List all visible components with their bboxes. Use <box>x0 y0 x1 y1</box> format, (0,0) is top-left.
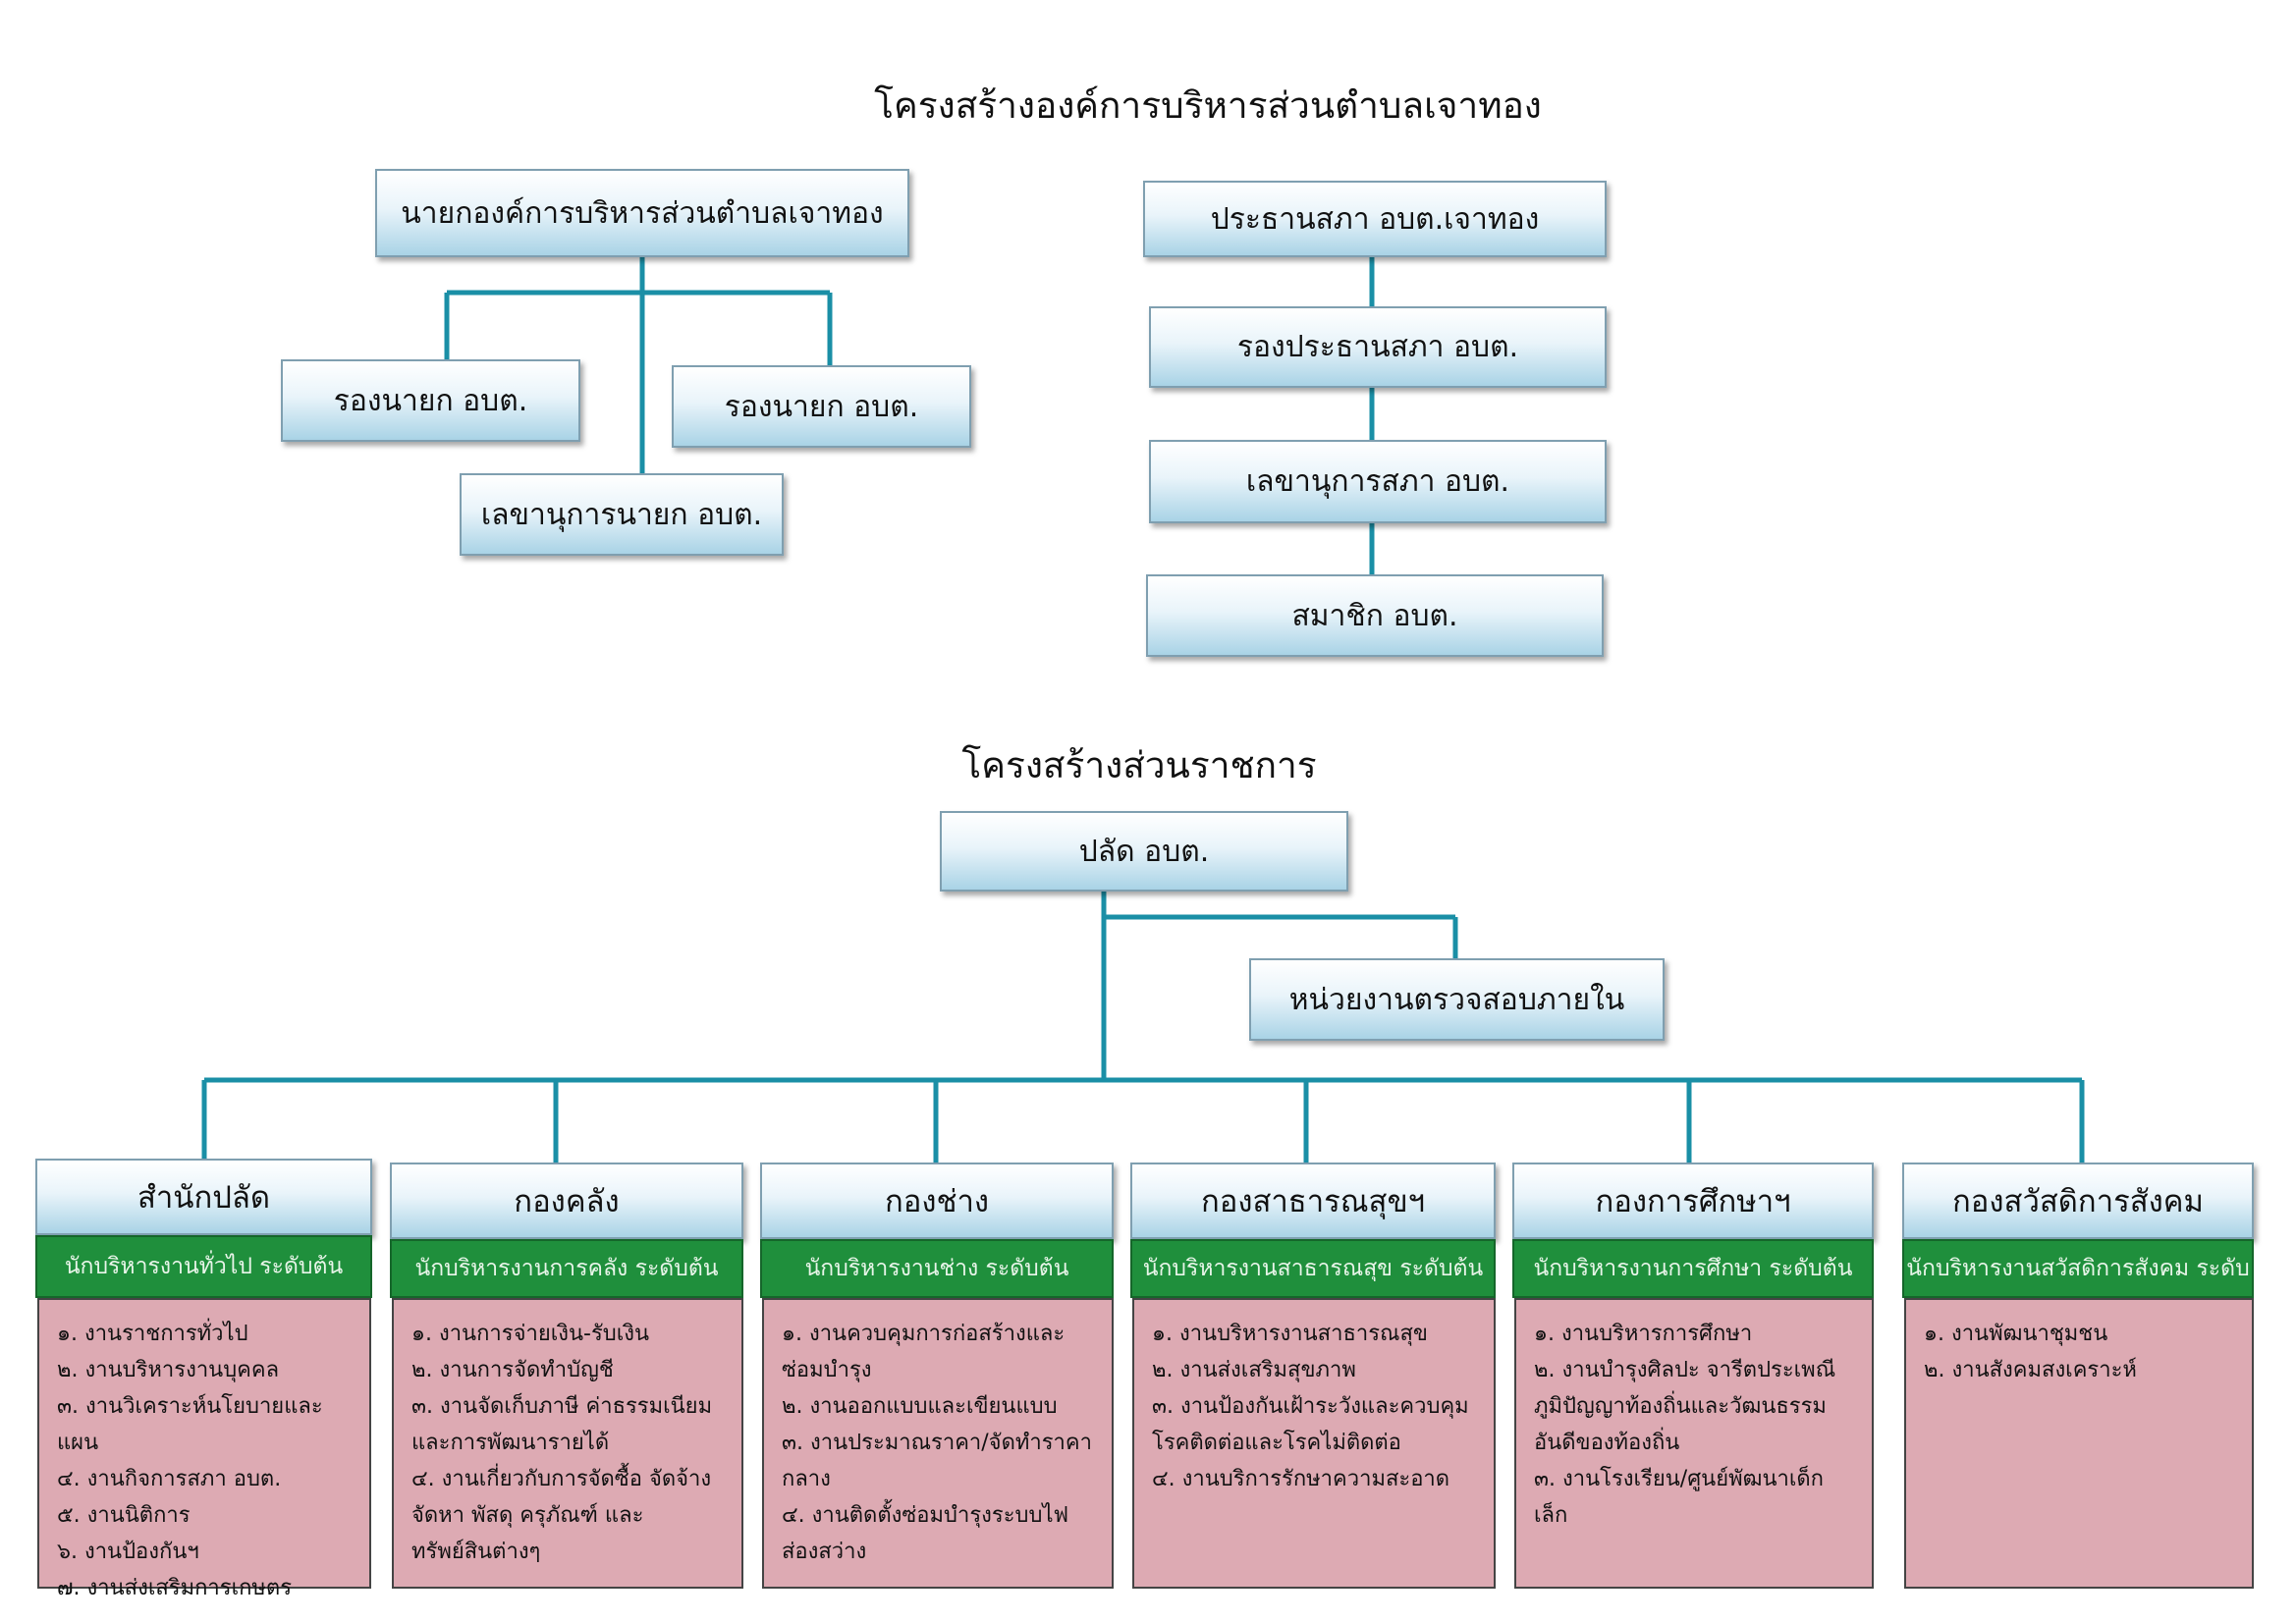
division-header-4: กองการศึกษาฯ <box>1512 1163 1874 1239</box>
task-item: ๓. งานวิเคราะห์นโยบายและแผน <box>57 1394 323 1455</box>
division-header-0: สำนักปลัด <box>35 1159 372 1235</box>
division-header-5: กองสวัสดิการสังคม <box>1902 1163 2254 1239</box>
main-title: โครงสร้างองค์การบริหารส่วนตำบลเจาทอง <box>874 84 1542 127</box>
task-item: ๗. งานส่งเสริมการเกษตร <box>57 1576 293 1600</box>
task-item: ๒. งานสังคมสงเคราะห์ <box>1924 1358 2137 1382</box>
task-item: ๒. งานบำรุงศิลปะ จารีตประเพณี ภูมิปัญญาท… <box>1534 1358 1836 1455</box>
division-position-1: นักบริหารงานการคลัง ระดับต้น <box>390 1239 743 1298</box>
task-item: ๓. งานประมาณราคา/จัดทำราคากลาง <box>782 1431 1092 1491</box>
internal-audit-box: หน่วยงานตรวจสอบภายใน <box>1249 958 1665 1041</box>
task-item: ๔. งานติดตั้งซ่อมบำรุงระบบไฟส่องสว่าง <box>782 1503 1069 1564</box>
task-item: ๕. งานนิติการ <box>57 1503 191 1528</box>
council-chair-box: ประธานสภา อบต.เจาทอง <box>1143 181 1607 257</box>
task-item: ๒. งานการจัดทำบัญชี <box>411 1358 614 1382</box>
division-tasks-1: ๑. งานการจ่ายเงิน-รับเงิน ๒. งานการจัดทำ… <box>392 1298 743 1589</box>
task-item: ๒. งานออกแบบและเขียนแบบ <box>782 1394 1058 1419</box>
deputy-mayor-left-box: รองนายก อบต. <box>281 359 580 442</box>
task-item: ๑. งานการจ่ายเงิน-รับเงิน <box>411 1322 650 1346</box>
division-tasks-3: ๑. งานบริหารงานสาธารณสุข ๒. งานส่งเสริมส… <box>1132 1298 1496 1589</box>
division-header-2: กองช่าง <box>760 1163 1114 1239</box>
task-item: ๓. งานจัดเก็บภาษี ค่าธรรมเนียม และการพัฒ… <box>411 1394 713 1455</box>
deputy-mayor-right-box: รองนายก อบต. <box>672 365 971 448</box>
chief-administrator-box: ปลัด อบต. <box>940 811 1348 892</box>
task-item: ๑. งานบริหารการศึกษา <box>1534 1322 1753 1346</box>
task-item: ๒. งานส่งเสริมสุขภาพ <box>1152 1358 1356 1382</box>
division-header-1: กองคลัง <box>390 1163 743 1239</box>
division-tasks-5: ๑. งานพัฒนาชุมชน ๒. งานสังคมสงเคราะห์ <box>1904 1298 2254 1589</box>
division-position-5: นักบริหารงานสวัสดิการสังคม ระดับ <box>1902 1239 2254 1298</box>
division-tasks-4: ๑. งานบริหารการศึกษา ๒. งานบำรุงศิลปะ จา… <box>1514 1298 1874 1589</box>
division-position-0: นักบริหารงานทั่วไป ระดับต้น <box>35 1235 372 1298</box>
mayor-secretary-box: เลขานุการนายก อบต. <box>460 473 784 556</box>
task-item: ๔. งานกิจการสภา อบต. <box>57 1467 282 1491</box>
division-position-4: นักบริหารงานการศึกษา ระดับต้น <box>1512 1239 1874 1298</box>
division-position-3: นักบริหารงานสาธารณสุข ระดับต้น <box>1130 1239 1496 1298</box>
division-position-2: นักบริหารงานช่าง ระดับต้น <box>760 1239 1114 1298</box>
task-item: ๑. งานราชการทั่วไป <box>57 1322 248 1346</box>
division-tasks-2: ๑. งานควบคุมการก่อสร้างและซ่อมบำรุง ๒. ง… <box>762 1298 1114 1589</box>
task-item: ๖. งานป้องกันฯ <box>57 1540 199 1564</box>
task-item: ๓. งานโรงเรียน/ศูนย์พัฒนาเด็กเล็ก <box>1534 1467 1825 1528</box>
task-item: ๔. งานบริการรักษาความสะอาด <box>1152 1467 1450 1491</box>
council-members-box: สมาชิก อบต. <box>1146 574 1604 657</box>
task-item: ๔. งานเกี่ยวกับการจัดซื้อ จัดจ้าง จัดหา … <box>411 1467 712 1564</box>
council-vice-chair-box: รองประธานสภา อบต. <box>1149 306 1607 388</box>
council-secretary-box: เลขานุการสภา อบต. <box>1149 440 1607 523</box>
task-item: ๑. งานพัฒนาชุมชน <box>1924 1322 2108 1346</box>
division-tasks-0: ๑. งานราชการทั่วไป ๒. งานบริหารงานบุคคล … <box>37 1298 371 1600</box>
task-item: ๑. งานบริหารงานสาธารณสุข <box>1152 1322 1428 1346</box>
mayor-box: นายกองค์การบริหารส่วนตำบลเจาทอง <box>375 169 909 257</box>
section-title: โครงสร้างส่วนราชการ <box>961 744 1317 786</box>
task-item: ๒. งานบริหารงานบุคคล <box>57 1358 280 1382</box>
division-header-3: กองสาธารณสุขฯ <box>1130 1163 1496 1239</box>
task-item: ๓. งานป้องกันเฝ้าระวังและควบคุมโรคติดต่อ… <box>1152 1394 1469 1455</box>
task-item: ๑. งานควบคุมการก่อสร้างและซ่อมบำรุง <box>782 1322 1066 1382</box>
